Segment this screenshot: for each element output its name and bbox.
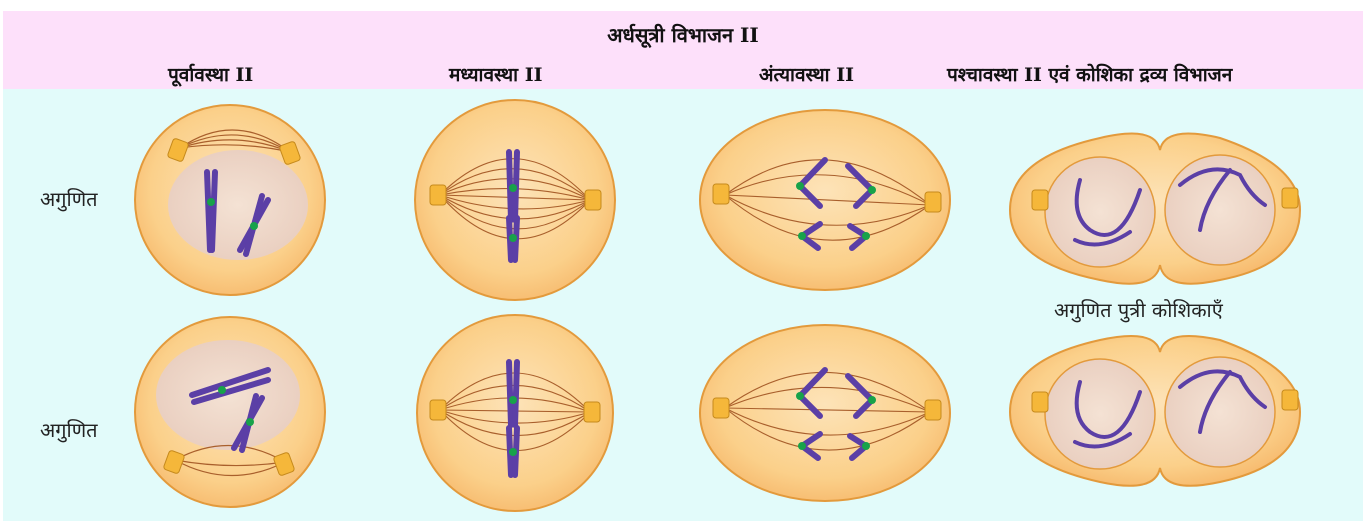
centrosome [925,400,941,420]
row-label-haploid-1: अगुणित [40,185,98,212]
anaphase-cell-2 [700,325,950,501]
centrosome [430,185,446,205]
centrosome [585,190,601,210]
centrosome [713,398,729,418]
centrosome [430,400,446,420]
telophase-cell-2 [1010,336,1300,486]
telophase-cell-1 [1010,134,1300,284]
centrosome [1282,390,1298,410]
prophase-cell-2 [135,317,325,507]
prophase-cell-1 [135,105,325,295]
centrosome [925,192,941,212]
centrosome [1032,190,1048,210]
centrosome [713,184,729,204]
anaphase-cell-1 [700,110,950,290]
metaphase-cell-2 [417,315,613,511]
centrosome [1282,188,1298,208]
centrosome [584,402,600,422]
row-label-haploid-2: अगुणित [40,416,98,443]
centrosome [1032,392,1048,412]
metaphase-cell-1 [415,100,615,300]
daughter-cells-label: अगुणित पुत्री कोशिकाएँ [1054,296,1223,323]
